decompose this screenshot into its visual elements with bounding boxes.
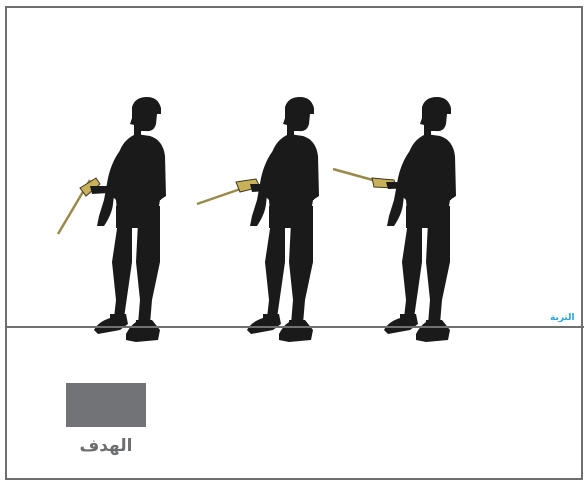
soil-label: التربة	[550, 313, 575, 323]
operator-1-silhouette	[94, 97, 166, 342]
operator-2-silhouette	[247, 97, 319, 342]
target-label: الهدف	[66, 436, 146, 456]
target-box	[66, 383, 146, 427]
operator-3-silhouette	[384, 97, 456, 342]
detector-1	[58, 178, 126, 234]
